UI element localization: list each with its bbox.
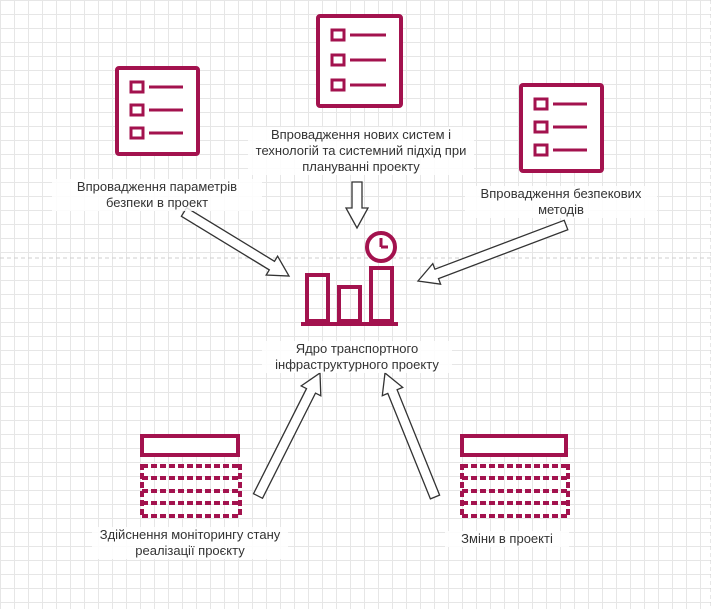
table-icon [140, 434, 242, 518]
checklist-icon [316, 14, 403, 108]
arrow-changes-to-core [381, 371, 441, 500]
new-systems-label: Впровадження нових систем і технологій т… [248, 127, 474, 175]
security-params-label: Впровадження параметрів безпеки в проект [52, 179, 262, 211]
checklist-icon [115, 66, 200, 156]
arrow-security-to-core [180, 206, 291, 277]
monitoring-label: Здійснення моніторингу стану реалізації … [92, 527, 288, 559]
arrow-systems-to-core [344, 181, 370, 230]
core-label: Ядро транспортного інфраструктурного про… [262, 341, 452, 373]
safety-methods-label: Впровадження безпекових методів [465, 186, 657, 218]
table-icon [460, 434, 570, 518]
arrows-layer [180, 181, 569, 500]
changes-label: Зміни в проекті [445, 531, 569, 547]
arrow-monitoring-to-core [252, 371, 322, 500]
arrow-methods-to-core [416, 219, 569, 285]
checklist-icon [519, 83, 604, 173]
bar-chart-with-clock-icon [301, 231, 398, 326]
